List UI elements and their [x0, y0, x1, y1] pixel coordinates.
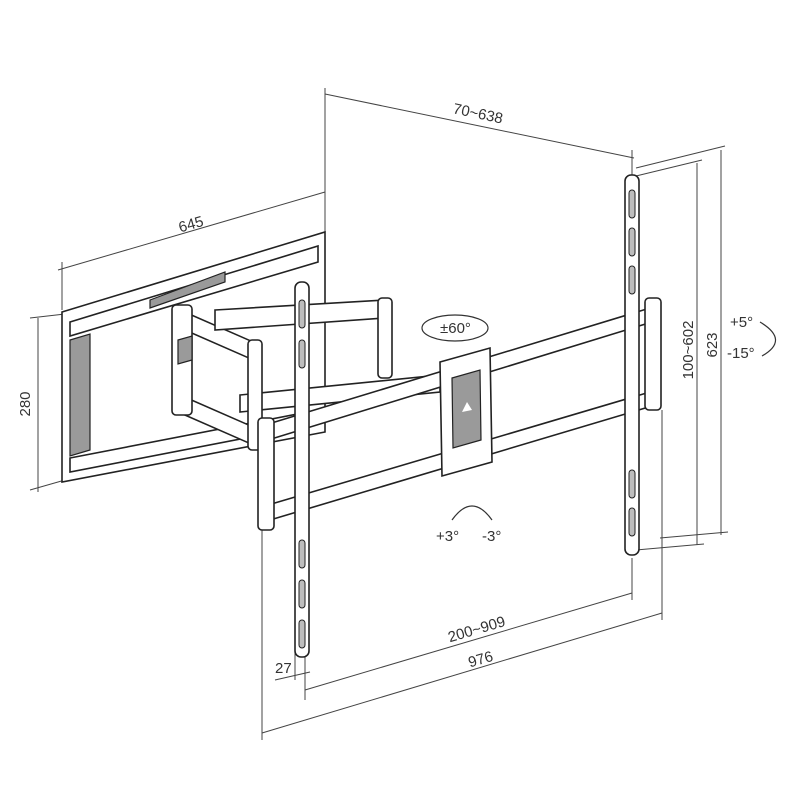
overall-width-label: 976 [466, 648, 495, 671]
tv-rail-right [624, 174, 640, 556]
level-plus-label: +3° [436, 528, 459, 545]
level-minus-label: -3° [482, 528, 501, 545]
tv-rail-left [294, 281, 310, 658]
wall-plate-width-label: 645 [177, 213, 206, 236]
level-arrow-icon [451, 505, 493, 521]
rail-width-label: 27 [275, 660, 292, 677]
tilt-up-label: +5° [730, 314, 753, 331]
vesa-vertical-label: 100~602 [680, 321, 697, 380]
swivel-label: ±60° [440, 320, 471, 337]
arm-extension-label: 70~638 [451, 100, 504, 127]
rail-height-label: 623 [704, 332, 721, 357]
wall-plate-height-label: 280 [17, 391, 34, 416]
center-bracket [439, 346, 493, 478]
tilt-arrow-icon [759, 321, 777, 357]
vesa-horizontal-label: 200~909 [446, 613, 507, 646]
tilt-down-label: -15° [727, 345, 755, 362]
swivel-arrow-icon [421, 314, 489, 342]
wall-plate [61, 230, 326, 483]
dimension-lines [29, 88, 729, 740]
